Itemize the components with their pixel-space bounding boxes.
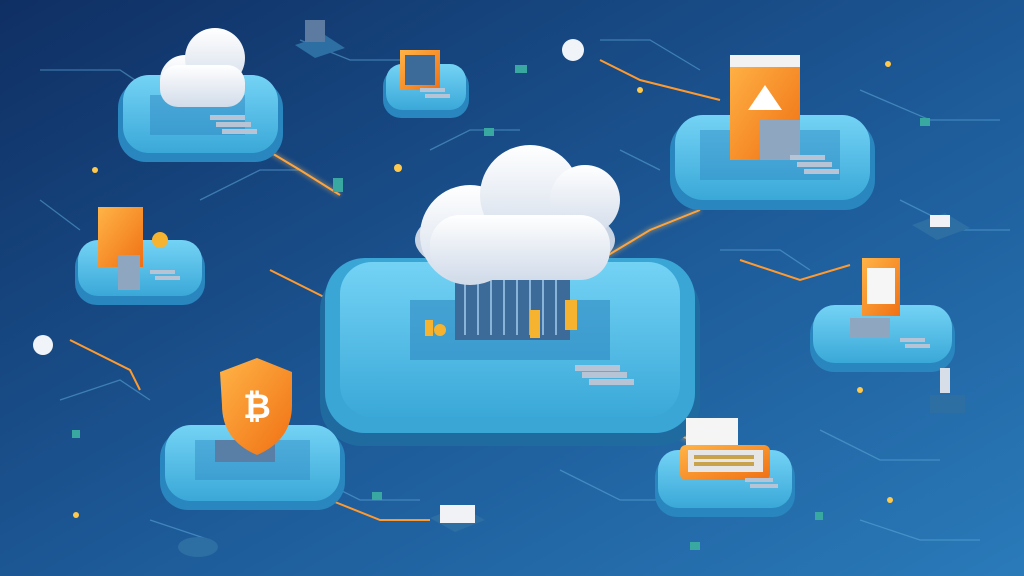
billboard-platform-top xyxy=(383,50,469,118)
tiny-components xyxy=(72,65,930,550)
cloud-main xyxy=(415,145,620,285)
billboard-platform-right xyxy=(810,258,955,372)
billboard-platform-top-right xyxy=(670,55,875,210)
spheres xyxy=(33,39,584,355)
device-platform xyxy=(655,418,795,517)
cloud-small xyxy=(160,28,245,107)
stairs xyxy=(575,365,634,385)
small-boxes xyxy=(178,20,970,557)
shield-platform: ₿ xyxy=(160,358,345,510)
shield-icon xyxy=(220,358,292,455)
gold-figures xyxy=(425,300,577,338)
bitcoin-glyph: ₿ xyxy=(243,387,271,427)
billboard-platform-left xyxy=(75,207,205,305)
cloud-platform-top-left xyxy=(118,28,283,162)
central-platform xyxy=(320,145,700,446)
